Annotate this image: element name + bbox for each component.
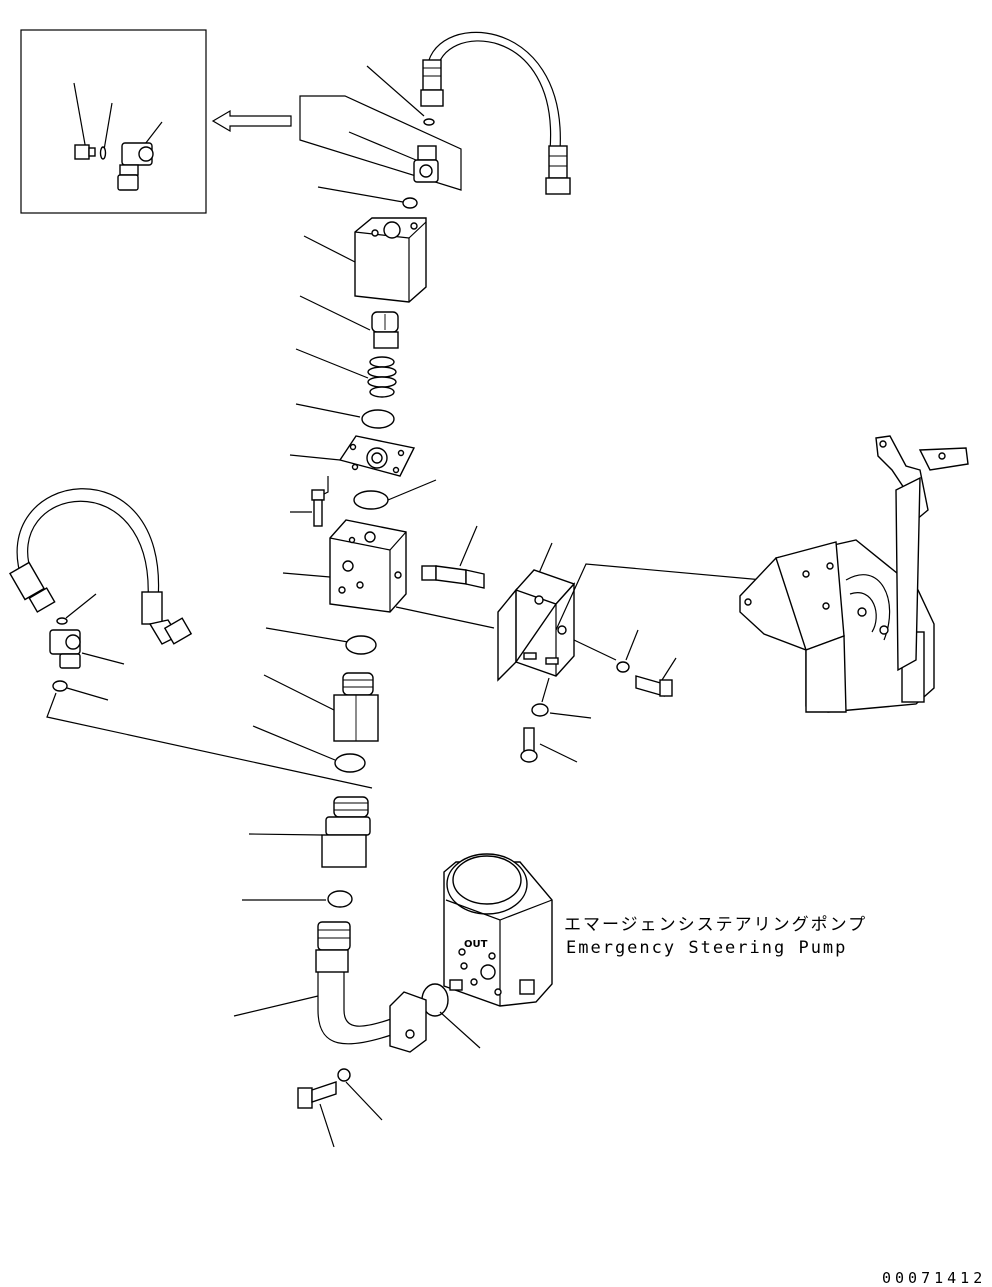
connector-adapter [333, 672, 379, 742]
frame-bracket [739, 435, 969, 713]
emergency-steering-pump: OUT [443, 853, 553, 1007]
detail-washer [99, 146, 107, 160]
detail-inset [20, 29, 207, 214]
plug-top [371, 311, 399, 349]
o-ring-6 [327, 890, 353, 908]
detail-plug [74, 144, 96, 160]
o-ring-2 [361, 409, 395, 429]
washer-pipe [337, 1068, 351, 1082]
drawing-number: 00071412 [882, 1269, 986, 1287]
washer-lower [531, 703, 549, 717]
left-hose [9, 488, 193, 645]
valve-block-top [354, 217, 427, 303]
pump-label-japanese: エマージェンシステアリングポンプ [564, 915, 867, 935]
bolt-bracket [635, 675, 673, 697]
pump-port-label: OUT [464, 939, 488, 950]
o-ring-3 [353, 490, 389, 510]
fitting-group [299, 95, 462, 191]
mounting-bracket [497, 569, 576, 682]
washer-bracket [616, 661, 630, 673]
o-ring-1 [402, 197, 418, 209]
pump-label-english: Emergency Steering Pump [566, 938, 847, 958]
spring [367, 356, 397, 398]
valve-block [329, 519, 407, 613]
bolt-lower [520, 727, 538, 763]
flange-cover [338, 435, 416, 477]
bolt-small [311, 489, 325, 527]
pressure-switch [421, 565, 485, 589]
detail-arrow [211, 109, 292, 133]
o-ring-5 [334, 753, 366, 773]
swivel-joint [321, 796, 371, 868]
top-hose [420, 31, 571, 195]
o-ring-hose [56, 617, 68, 625]
o-ring-top [423, 118, 435, 126]
detail-elbow-fitting [117, 142, 154, 191]
outlet-pipe [315, 921, 427, 1053]
o-ring-left [52, 680, 68, 692]
o-ring-4 [345, 635, 377, 655]
bolt-pipe [297, 1081, 337, 1109]
elbow-fitting-left [49, 629, 81, 669]
elbow-fitting-top [413, 145, 439, 183]
